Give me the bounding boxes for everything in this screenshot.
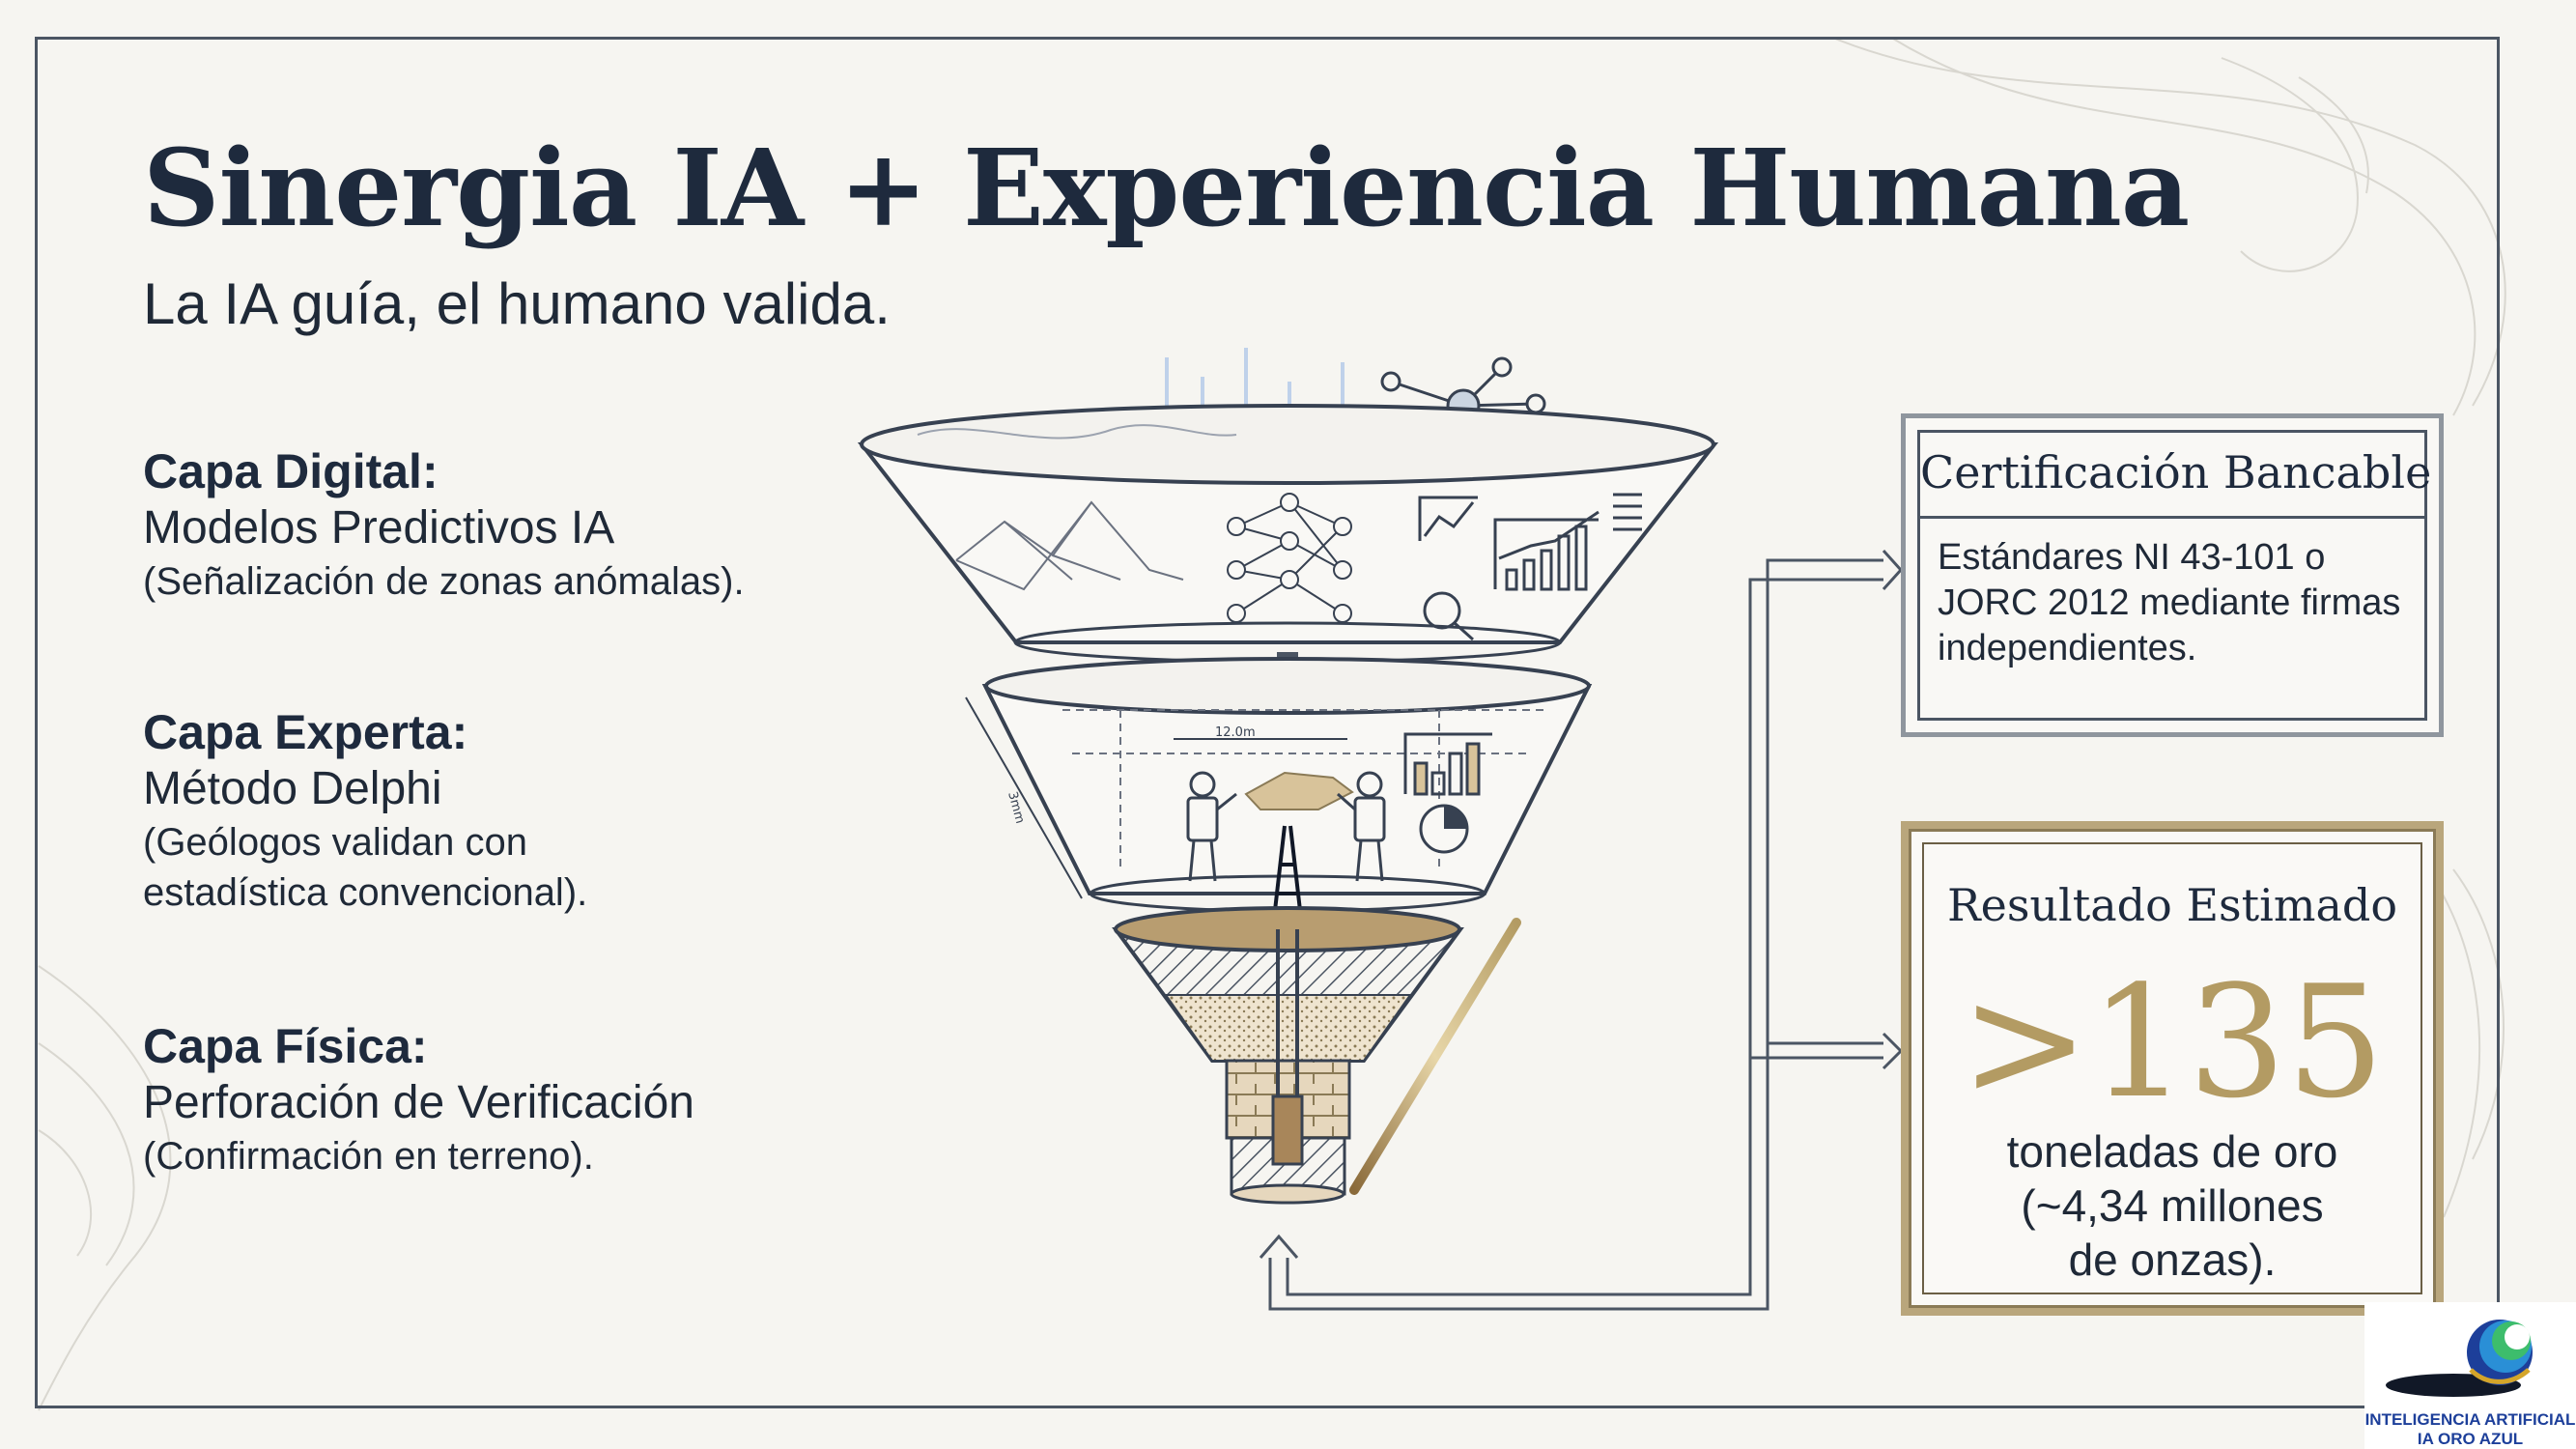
physical-layer-cone <box>1112 906 1464 1205</box>
layer-digital-heading: Capa Digital: <box>143 444 439 498</box>
certification-box: Certificación Bancable Estándares NI 43-… <box>1901 413 2444 737</box>
layer-expert: Capa Experta: Método Delphi (Geólogos va… <box>143 703 916 918</box>
certification-text-line3: independientes. <box>1938 628 2197 668</box>
certification-title: Certificación Bancable <box>1920 446 2432 498</box>
pie-chart-icon <box>1419 804 1469 854</box>
result-box: Resultado Estimado >135 toneladas de oro… <box>1901 821 2444 1316</box>
layer-expert-method: Método Delphi <box>143 763 442 814</box>
connector-arrows <box>1259 549 1904 1311</box>
certification-text-line2: JORC 2012 mediante firmas <box>1938 582 2401 623</box>
document-lines-icon <box>1613 493 1642 531</box>
certification-text: Estándares NI 43-101 o JORC 2012 mediant… <box>1938 535 2415 671</box>
result-line2: (~4,34 millones <box>2021 1180 2324 1231</box>
layer-physical: Capa Física: Perforación de Verificación… <box>143 1017 916 1181</box>
expert-bar-chart-icon <box>1403 732 1492 796</box>
layer-physical-heading: Capa Física: <box>143 1019 428 1073</box>
layer-expert-detail-line2: estadística convencional). <box>143 871 588 914</box>
line-chart-icon <box>1418 496 1478 541</box>
layer-digital-detail: (Señalización de zonas anómalas). <box>143 560 745 603</box>
certification-text-line1: Estándares NI 43-101 o <box>1938 537 2326 578</box>
expert-layer-cone: 12.0m 3mm <box>965 657 1593 913</box>
layer-physical-detail: (Confirmación en terreno). <box>143 1135 594 1178</box>
layer-physical-method: Perforación de Verificación <box>143 1077 694 1128</box>
layer-expert-detail-line1: (Geólogos validan con <box>143 821 528 864</box>
logo-swirl-icon <box>2386 1320 2533 1397</box>
result-line1: toneladas de oro <box>2006 1126 2338 1177</box>
page-subtitle: La IA guía, el humano valida. <box>143 271 891 336</box>
geologist-right-icon <box>1337 771 1386 882</box>
gold-accent-stroke <box>1349 918 1521 1195</box>
logo-text-line1: INTELIGENCIA ARTIFICIAL <box>2364 1410 2576 1429</box>
dimension-label-top: 12.0m <box>1215 725 1256 740</box>
layer-digital-method: Modelos Predictivos IA <box>143 502 615 554</box>
layer-expert-heading: Capa Experta: <box>143 705 468 759</box>
dimension-label-side: 3mm <box>1005 790 1027 825</box>
layer-digital: Capa Digital: Modelos Predictivos IA (Se… <box>143 442 916 607</box>
result-title: Resultado Estimado <box>1946 879 2398 931</box>
result-description: toneladas de oro (~4,34 millones de onza… <box>1924 1124 2420 1287</box>
digital-layer-cone <box>857 404 1719 664</box>
result-line3: de onzas). <box>2068 1235 2277 1285</box>
brand-logo: INTELIGENCIA ARTIFICIAL IA ORO AZUL <box>2364 1302 2576 1449</box>
gold-ore-icon <box>1244 771 1354 810</box>
logo-text-line2: IA ORO AZUL <box>2417 1430 2524 1448</box>
bar-chart-icon <box>1493 510 1599 591</box>
slide-frame <box>35 37 2500 1408</box>
result-value: >135 <box>1960 952 2385 1132</box>
neural-network-icon <box>1227 493 1352 623</box>
page-title: Sinergia IA + Experiencia Humana <box>143 126 2190 250</box>
geologist-left-icon <box>1186 771 1237 882</box>
magnifier-chart-icon <box>1423 591 1475 641</box>
certification-divider <box>1920 516 2424 519</box>
